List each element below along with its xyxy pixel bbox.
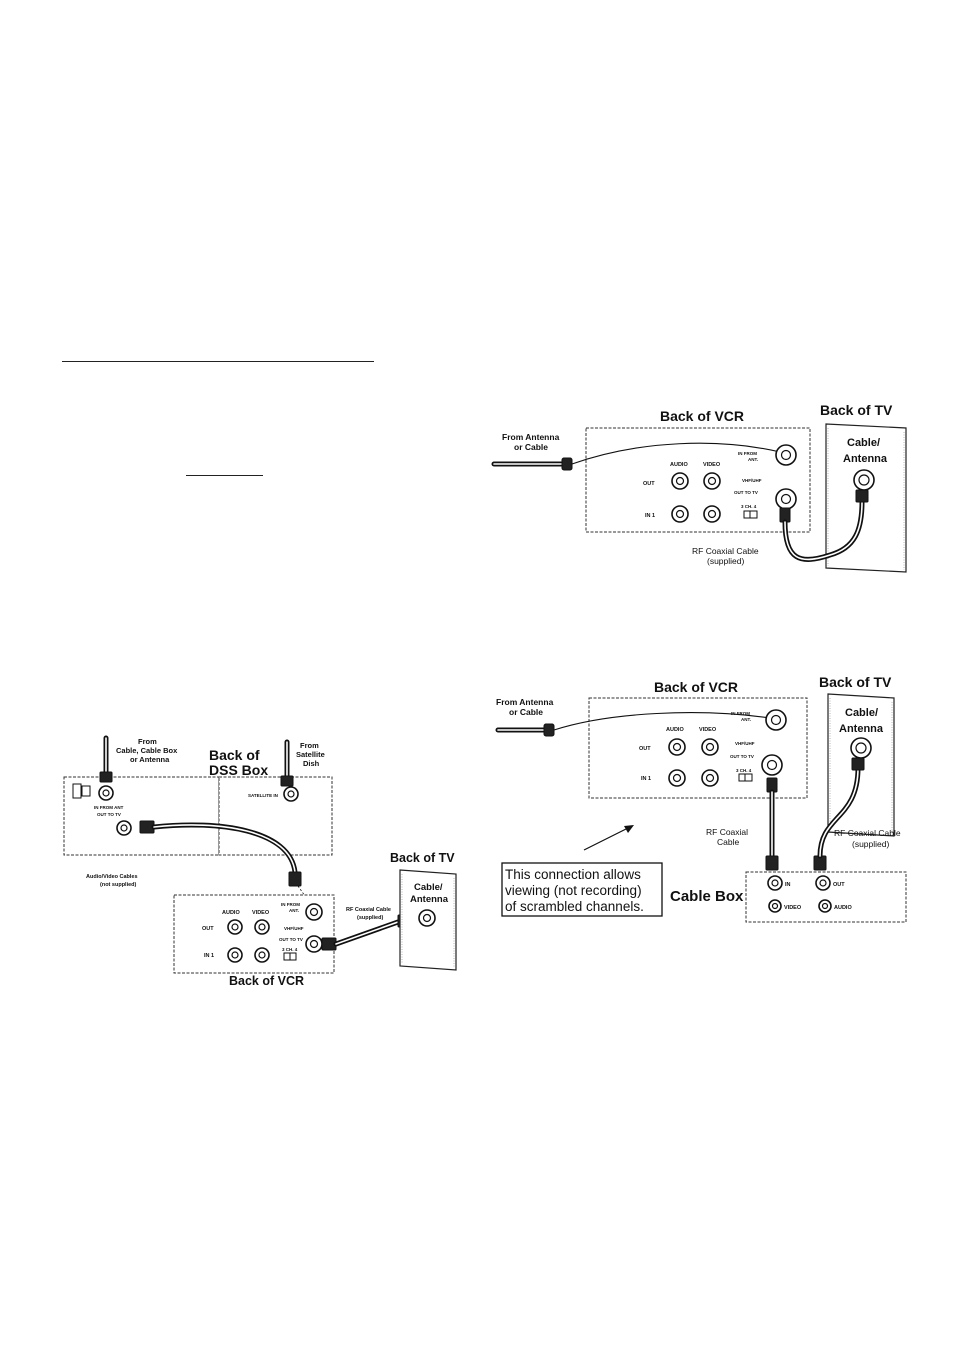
from-antenna-label-1: From Antenna [496, 697, 554, 707]
rf-coaxial-label-1: RF Coaxial [706, 827, 748, 837]
rf-cable-label-1: RF Coaxial Cable [346, 907, 391, 913]
f-connector-icon [561, 457, 573, 471]
channel-switch-label: 3 CH. 4 [282, 947, 298, 952]
audio-label: AUDIO [222, 910, 240, 916]
back-of-tv-label: Back of TV [390, 851, 455, 865]
in1-label: IN 1 [204, 953, 214, 959]
av-cables-label-2: (not supplied) [100, 882, 137, 888]
in-from-ant-label-1: IN FROM [738, 451, 757, 456]
from-satellite-label-1: From [300, 741, 319, 750]
diagram-dss-vcr-tv: From Cable, Cable Box or Antenna Back of… [63, 735, 457, 988]
f-connector-icon [851, 757, 865, 771]
in-from-ant-label-1: IN FROM [281, 902, 300, 907]
tv-jack-label-1: Cable/ [414, 882, 443, 893]
dss-switch-icon [72, 783, 82, 799]
out-to-tv-label: OUT TO TV [279, 937, 303, 942]
back-of-vcr-label: Back of VCR [229, 974, 304, 988]
rf-cable-label-2: (supplied) [852, 839, 889, 849]
in-from-ant-label-2: ANT. [741, 717, 751, 722]
back-of-dss-label-2: DSS Box [209, 762, 268, 778]
cable-box-out-label: OUT [833, 882, 845, 888]
satellite-in-label: SATELLITE IN [248, 793, 278, 798]
diagram-vcr-cable-box: Back of VCR Back of TV Cable/ Antenna Fr… [495, 674, 907, 923]
channel-switch-label: 3 CH. 4 [741, 504, 757, 509]
video-label: VIDEO [703, 462, 721, 468]
out-label: OUT [643, 481, 655, 487]
back-of-tv-label: Back of TV [819, 674, 892, 690]
cable-box-in-label: IN [785, 882, 791, 888]
f-connector-icon [280, 775, 294, 787]
tv-jack-label-2: Antenna [839, 723, 884, 735]
back-of-vcr-label: Back of VCR [654, 679, 738, 695]
out-to-tv-label: OUT TO TV [734, 490, 758, 495]
note-line-1: This connection allows [505, 867, 641, 882]
antenna-to-vcr-wire [571, 442, 781, 465]
cable-box-label: Cable Box [670, 888, 744, 905]
in-from-ant-label-2: ANT. [289, 908, 299, 913]
cable-box-audio-label: AUDIO [834, 905, 852, 911]
tv-jack-label-1: Cable/ [845, 707, 878, 719]
from-antenna-label-2: or Cable [509, 707, 543, 717]
back-of-tv-label: Back of TV [820, 402, 893, 418]
dss-in-from-ant-label: IN FROM ANT [94, 805, 124, 810]
from-cable-label-3: or Antenna [130, 755, 170, 764]
vhf-uhf-label: VHF/UHF [742, 478, 762, 483]
back-of-vcr-label: Back of VCR [660, 408, 744, 424]
in1-label: IN 1 [645, 513, 655, 519]
diagram-vcr-tv: Back of VCR Back of TV Cable/ Antenna Fr… [491, 402, 907, 573]
from-cable-label-2: Cable, Cable Box [116, 746, 178, 755]
from-cable-label-1: From [138, 737, 157, 746]
pointer-arrow-icon [583, 827, 629, 851]
from-antenna-label-1: From Antenna [502, 432, 560, 442]
note-line-2: viewing (not recording) [505, 883, 642, 898]
audio-label: AUDIO [666, 727, 684, 733]
video-label: VIDEO [699, 727, 717, 733]
out-to-tv-label: OUT TO TV [730, 754, 754, 759]
note-line-3: of scrambled channels. [505, 899, 644, 914]
channel-switch-label: 3 CH. 4 [736, 768, 752, 773]
from-satellite-label-2: Satellite [296, 750, 325, 759]
tv-jack-label-2: Antenna [410, 894, 449, 905]
short-rule [186, 475, 263, 476]
note-box [501, 862, 663, 917]
from-antenna-label-2: or Cable [514, 442, 548, 452]
in-from-ant-label-1: IN FROM [731, 711, 750, 716]
av-cables-label-1: Audio/Video Cables [86, 874, 138, 880]
vcr-rear-panel [585, 427, 811, 533]
tv-jack-label-1: Cable/ [847, 437, 880, 449]
audio-label: AUDIO [670, 462, 688, 468]
out-label: OUT [202, 926, 214, 932]
f-connector-icon [288, 871, 302, 887]
in1-label: IN 1 [641, 776, 651, 782]
cable-box-video-label: VIDEO [784, 905, 802, 911]
tv-jack-label-2: Antenna [843, 453, 888, 465]
f-connector-icon [765, 855, 779, 871]
from-satellite-label-3: Dish [303, 759, 320, 768]
dss-out-to-tv-label: OUT TO TV [97, 812, 121, 817]
rf-coaxial-label-2: Cable [717, 837, 739, 847]
vhf-uhf-label: VHF/UHF [284, 926, 304, 931]
f-connector-icon [99, 771, 113, 783]
in-from-ant-label-2: ANT. [748, 457, 758, 462]
antenna-to-vcr-wire [553, 712, 771, 731]
rf-cable-label-1: RF Coaxial Cable [692, 546, 759, 556]
rf-cable-label-2: (supplied) [707, 556, 744, 566]
vhf-uhf-label: VHF/UHF [735, 741, 755, 746]
rf-cable-label-2: (supplied) [357, 915, 383, 921]
back-of-dss-label-1: Back of [209, 747, 260, 763]
rf-cable-label-1: RF Coaxial Cable [834, 828, 901, 838]
f-connector-icon [543, 723, 555, 737]
section-rule [62, 361, 374, 362]
video-label: VIDEO [252, 910, 270, 916]
f-connector-icon [855, 489, 869, 503]
out-label: OUT [639, 746, 651, 752]
